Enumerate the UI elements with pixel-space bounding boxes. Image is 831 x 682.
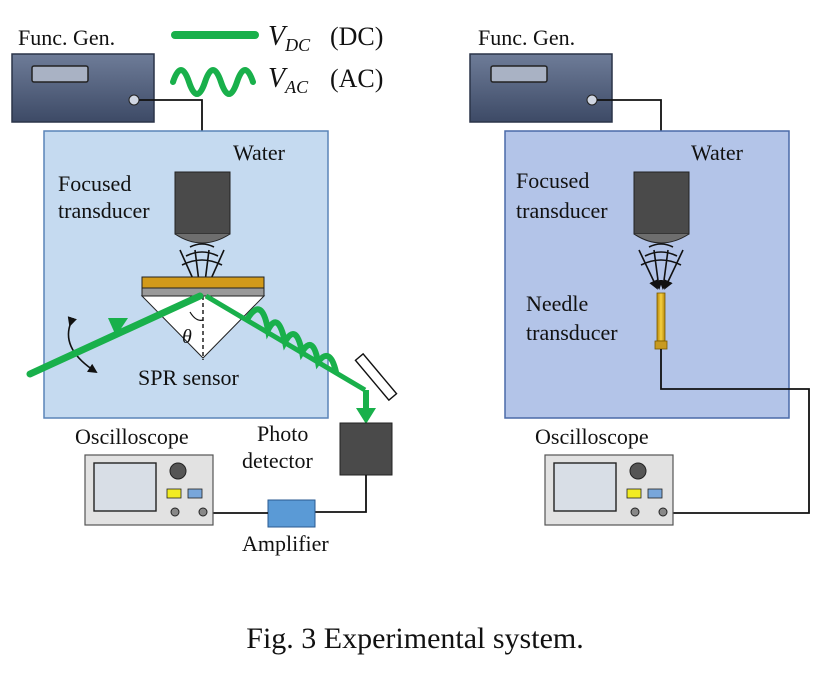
left-focused-transducer xyxy=(174,171,231,244)
laser-reflected-ac-wave xyxy=(245,306,339,375)
rotation-arrow xyxy=(67,316,98,374)
left-func-gen-output-port xyxy=(128,94,140,106)
left-transducer-label-line1: Focused xyxy=(58,171,131,196)
right-ultrasound-waves xyxy=(638,243,684,290)
dc-symbol: V xyxy=(268,21,288,52)
left-setup: Func. Gen. Water Focused transducer xyxy=(11,25,398,556)
right-oscilloscope-screen xyxy=(553,462,617,512)
right-setup: Func. Gen. Water Focused transducer Need… xyxy=(469,25,810,526)
ac-text: (AC) xyxy=(330,64,383,93)
right-oscilloscope-label: Oscilloscope xyxy=(535,424,649,449)
left-oscilloscope-port-2 xyxy=(198,507,208,517)
right-water-label: Water xyxy=(691,140,744,165)
photodetector xyxy=(339,422,393,476)
needle-label-line1: Needle xyxy=(526,291,588,316)
svg-text:VAC: VAC xyxy=(268,63,309,97)
left-func-gen-display xyxy=(31,65,89,83)
right-func-gen-label: Func. Gen. xyxy=(478,25,575,50)
left-func-gen-label: Func. Gen. xyxy=(18,25,115,50)
amplifier xyxy=(267,499,316,528)
angle-arc xyxy=(189,311,204,321)
right-oscilloscope xyxy=(544,454,674,526)
left-oscilloscope xyxy=(84,454,214,526)
svg-text:VDC: VDC xyxy=(268,21,311,55)
right-func-gen-output-port xyxy=(586,94,598,106)
right-transducer-label-line2: transducer xyxy=(516,198,608,223)
right-oscilloscope-port-2 xyxy=(658,507,668,517)
left-function-generator xyxy=(11,53,155,123)
left-oscilloscope-yellow-button xyxy=(166,488,182,499)
legend: VDC (DC) VAC (AC) xyxy=(170,21,383,97)
right-oscilloscope-knob xyxy=(629,462,647,480)
mirror xyxy=(354,352,398,402)
right-oscilloscope-yellow-button xyxy=(626,488,642,499)
left-oscilloscope-blue-button xyxy=(187,488,203,499)
dc-subscript: DC xyxy=(284,35,311,55)
left-oscilloscope-knob xyxy=(169,462,187,480)
ac-symbol: V xyxy=(268,63,288,94)
laser-incident-beam xyxy=(26,292,204,378)
amplifier-label: Amplifier xyxy=(242,531,329,556)
right-oscilloscope-blue-button xyxy=(647,488,663,499)
needle-label-line2: transducer xyxy=(526,320,618,345)
ac-legend-wave xyxy=(170,67,256,97)
gold-film xyxy=(141,276,265,289)
ac-subscript: AC xyxy=(284,77,309,97)
needle-cable xyxy=(660,349,810,514)
photodetector-label-line1: Photo xyxy=(257,421,308,446)
laser-to-detector-arrowhead xyxy=(356,408,376,424)
spr-sensor-label: SPR sensor xyxy=(138,365,240,390)
needle-transducer xyxy=(654,292,668,350)
right-focused-transducer xyxy=(633,171,690,244)
right-oscilloscope-port-1 xyxy=(630,507,640,517)
detector-cable xyxy=(315,475,367,513)
photodetector-label-line2: detector xyxy=(242,448,314,473)
dc-text: (DC) xyxy=(330,22,383,51)
right-func-gen-display xyxy=(490,65,548,83)
right-transducer-label-line1: Focused xyxy=(516,168,589,193)
left-oscilloscope-screen xyxy=(93,462,157,512)
left-water-label: Water xyxy=(233,140,286,165)
left-oscilloscope-label: Oscilloscope xyxy=(75,424,189,449)
right-function-generator xyxy=(469,53,613,123)
figure-caption: Fig. 3 Experimental system. xyxy=(246,622,583,655)
left-oscilloscope-port-1 xyxy=(170,507,180,517)
left-transducer-label-line2: transducer xyxy=(58,198,150,223)
angle-theta-label: θ xyxy=(182,326,192,348)
